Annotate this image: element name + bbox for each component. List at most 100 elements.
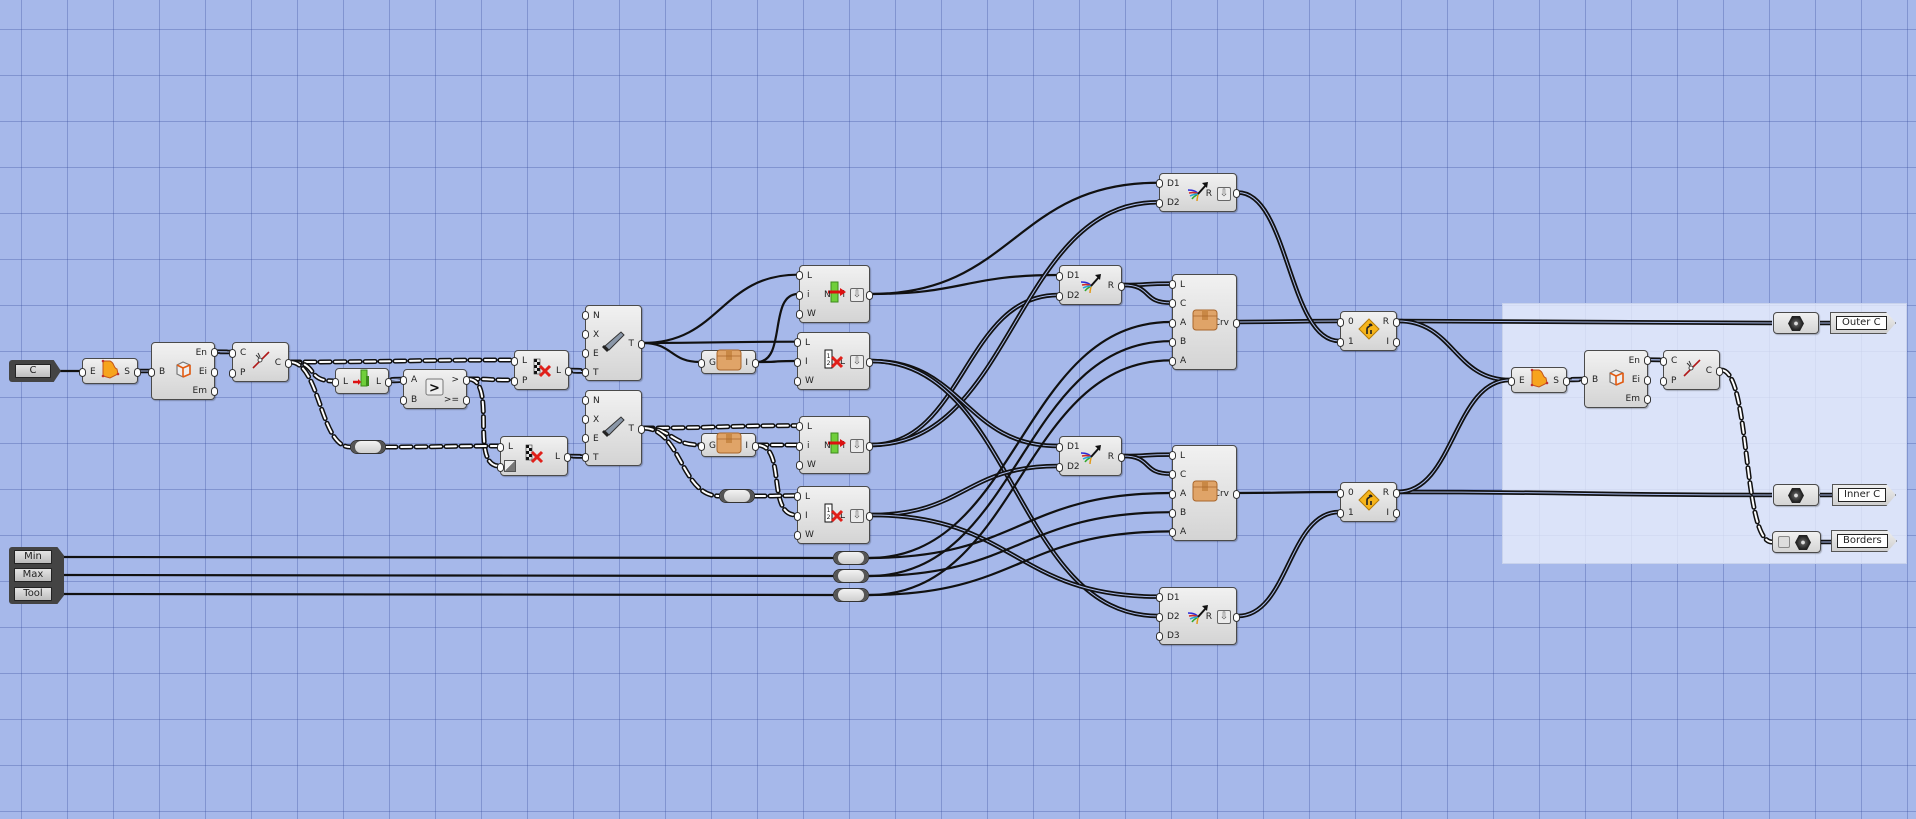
input-grip[interactable] <box>79 367 86 377</box>
slider-max[interactable]: Max <box>14 568 52 582</box>
output-grip[interactable] <box>211 367 218 377</box>
input-grip[interactable] <box>794 530 801 540</box>
label-outer-c[interactable]: Outer C <box>1830 312 1896 334</box>
input-grip[interactable] <box>1056 291 1063 301</box>
input-grip[interactable] <box>229 368 236 378</box>
input-grip[interactable] <box>1337 317 1344 327</box>
input-grip[interactable] <box>1169 527 1176 537</box>
output-grip[interactable] <box>1716 366 1723 376</box>
input-grip[interactable] <box>1169 356 1176 366</box>
input-grip[interactable] <box>794 357 801 367</box>
output-grip[interactable] <box>1233 612 1240 622</box>
output-grip[interactable] <box>1563 376 1570 386</box>
input-grip[interactable] <box>1169 508 1176 518</box>
output-grip[interactable] <box>1393 488 1400 498</box>
curve-param-borders[interactable] <box>1772 531 1821 553</box>
output-grip[interactable] <box>866 511 873 521</box>
input-grip[interactable] <box>1169 451 1176 461</box>
input-grip[interactable] <box>400 395 407 405</box>
input-grip[interactable] <box>796 271 803 281</box>
input-grip[interactable] <box>582 415 589 424</box>
output-grip[interactable] <box>866 290 873 300</box>
output-grip[interactable] <box>1393 317 1400 327</box>
output-grip[interactable] <box>638 424 645 434</box>
input-grip[interactable] <box>1169 280 1176 290</box>
input-grip[interactable] <box>1169 337 1176 347</box>
label-borders[interactable]: Borders <box>1831 530 1897 552</box>
output-grip[interactable] <box>638 339 645 349</box>
relay-pill[interactable] <box>833 588 869 602</box>
output-grip[interactable] <box>211 386 218 396</box>
output-grip[interactable] <box>463 375 470 385</box>
input-grip[interactable] <box>1169 299 1176 309</box>
input-grip[interactable] <box>1169 318 1176 328</box>
output-grip[interactable] <box>866 357 873 367</box>
input-grip[interactable] <box>511 376 518 386</box>
output-grip[interactable] <box>1393 508 1400 518</box>
curve-param-inner[interactable] <box>1773 484 1819 506</box>
input-grip[interactable] <box>1581 375 1588 385</box>
output-grip[interactable] <box>1118 452 1125 462</box>
input-grip[interactable] <box>400 375 407 385</box>
input-grip[interactable] <box>1508 376 1515 386</box>
output-grip[interactable] <box>134 367 141 377</box>
output-grip[interactable] <box>1233 318 1240 328</box>
input-grip[interactable] <box>229 348 236 358</box>
input-grip[interactable] <box>1056 442 1063 452</box>
output-grip[interactable] <box>565 366 572 376</box>
output-grip[interactable] <box>866 441 873 451</box>
input-grip[interactable] <box>794 492 801 502</box>
input-grip[interactable] <box>796 460 803 470</box>
input-grip[interactable] <box>1660 376 1667 386</box>
input-grip[interactable] <box>796 309 803 319</box>
slider-tool[interactable]: Tool <box>14 587 52 601</box>
relay-pill[interactable] <box>833 569 869 583</box>
output-grip[interactable] <box>1644 394 1651 404</box>
output-grip[interactable] <box>752 441 759 451</box>
output-grip[interactable] <box>385 377 392 387</box>
input-grip[interactable] <box>582 349 589 358</box>
input-grip[interactable] <box>1156 593 1163 603</box>
output-grip[interactable] <box>1233 489 1240 499</box>
input-grip[interactable] <box>1337 508 1344 518</box>
input-grip[interactable] <box>497 462 504 472</box>
output-grip[interactable] <box>285 358 292 368</box>
input-grip[interactable] <box>1337 337 1344 347</box>
input-grip[interactable] <box>796 422 803 432</box>
output-grip[interactable] <box>1233 189 1240 198</box>
output-grip[interactable] <box>463 395 470 405</box>
label-inner-c[interactable]: Inner C <box>1832 484 1896 506</box>
output-group[interactable] <box>1502 303 1907 564</box>
output-grip[interactable] <box>1644 375 1651 385</box>
input-grip[interactable] <box>794 338 801 348</box>
output-grip[interactable] <box>211 348 218 358</box>
input-grip[interactable] <box>794 376 801 386</box>
input-grip[interactable] <box>698 358 705 368</box>
input-grip[interactable] <box>1156 179 1163 189</box>
input-grip[interactable] <box>582 330 589 339</box>
param-c[interactable]: C <box>9 360 61 382</box>
slider-min[interactable]: Min <box>14 550 52 564</box>
input-grip[interactable] <box>1660 356 1667 366</box>
